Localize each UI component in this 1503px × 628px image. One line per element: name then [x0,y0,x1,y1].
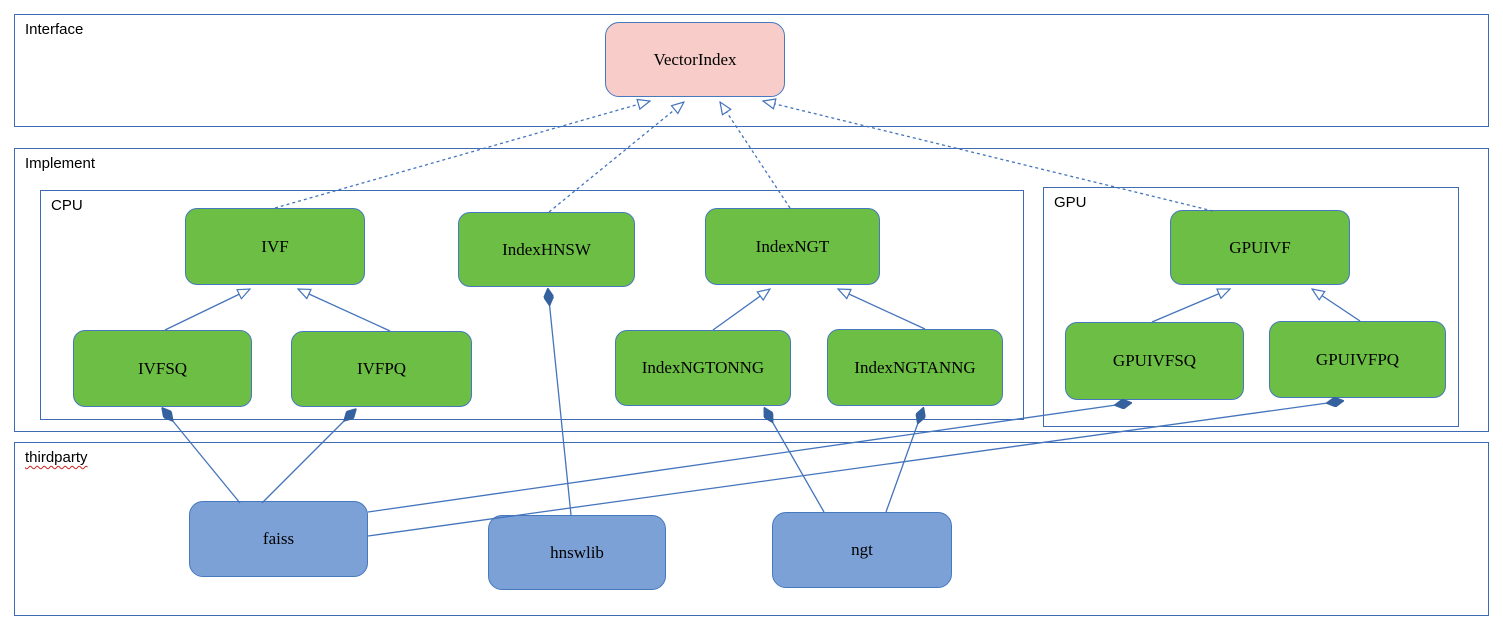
node-ivf-label: IVF [261,236,289,256]
node-indexhnsw[interactable]: IndexHNSW [458,212,635,287]
node-gpuivfpq[interactable]: GPUIVFPQ [1269,321,1446,398]
node-faiss-label: faiss [262,529,295,548]
node-gpuivf-label: GPUIVF [1229,237,1291,257]
node-ivfpq-label: IVFPQ [356,359,407,378]
node-ngt[interactable]: ngt [772,512,952,588]
section-cpu-label: CPU [51,197,83,214]
node-ivfpq[interactable]: IVFPQ [291,331,472,407]
node-faiss[interactable]: faiss [189,501,368,577]
node-hnswlib[interactable]: hnswlib [488,515,666,590]
node-indexngt-label: IndexNGT [755,236,830,256]
node-indexngtanng-label: IndexNGTANNG [854,357,976,377]
section-implement-label: Implement [25,155,96,172]
node-indexngtonng-label: IndexNGTONNG [641,358,765,377]
node-ivf[interactable]: IVF [185,208,365,285]
node-ivfsq-label: IVFSQ [137,358,188,378]
section-thirdparty-label: thirdparty [25,449,88,466]
section-gpu-label: GPU [1054,194,1087,211]
node-ivfsq[interactable]: IVFSQ [73,330,252,407]
node-vectorindex-label: VectorIndex [653,49,737,69]
node-indexhnsw-label: IndexHNSW [502,239,591,259]
node-gpuivfsq-label: GPUIVFSQ [1112,351,1197,370]
section-interface-label: Interface [25,21,84,38]
node-vectorindex[interactable]: VectorIndex [605,22,785,97]
node-ngt-label: ngt [851,540,873,559]
node-gpuivf[interactable]: GPUIVF [1170,210,1350,285]
node-indexngtonng[interactable]: IndexNGTONNG [615,330,791,406]
node-gpuivfsq[interactable]: GPUIVFSQ [1065,322,1244,400]
node-indexngt[interactable]: IndexNGT [705,208,880,285]
node-indexngtanng[interactable]: IndexNGTANNG [827,329,1003,406]
node-gpuivfpq-label: GPUIVFPQ [1315,349,1400,369]
node-hnswlib-label: hnswlib [550,542,604,562]
